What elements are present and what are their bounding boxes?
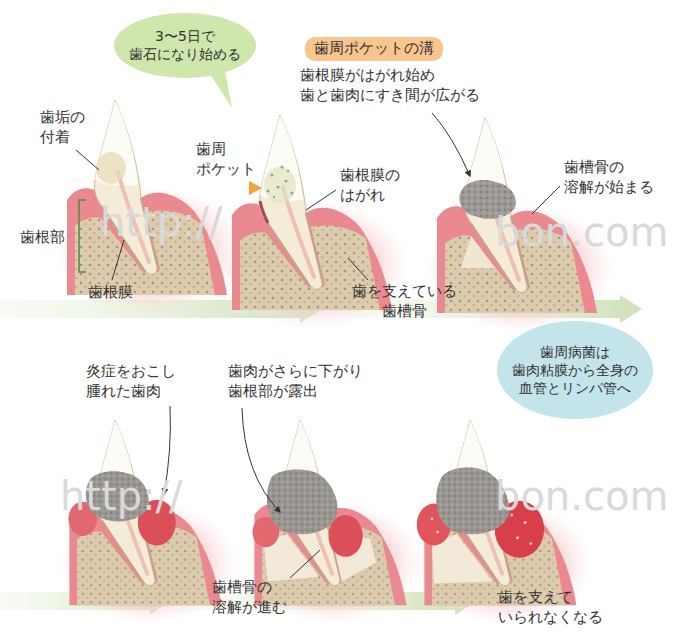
label-box: 歯根部 bbox=[20, 228, 65, 248]
tooth-stage-4 bbox=[58, 420, 239, 624]
watermark-box: bon.com bbox=[495, 206, 668, 258]
tooth-figure bbox=[58, 420, 239, 624]
watermark-box: http:// bbox=[60, 470, 183, 522]
label-text: 歯槽骨の 溶解が始まる bbox=[564, 158, 654, 197]
watermark-box: bon.com bbox=[495, 470, 668, 522]
bubble-fill bbox=[497, 321, 653, 419]
leader-line bbox=[290, 550, 320, 578]
label-box: 歯肉がさらに下がり 歯根部が露出 bbox=[228, 362, 363, 401]
leader-line bbox=[76, 150, 99, 170]
label-text: 歯根膜がはがれ始め 歯と歯肉にすき間が広がる bbox=[300, 66, 480, 105]
node-text: 3〜5日で 歯石になり始める bbox=[129, 27, 241, 63]
label-box: 歯根膜がはがれ始め 歯と歯肉にすき間が広がる bbox=[300, 66, 480, 105]
bubble-outline bbox=[113, 12, 257, 79]
node-content: 3〜5日で 歯石になり始める bbox=[129, 27, 241, 63]
watermark: bon.com bbox=[495, 470, 668, 522]
speech-bubble: 歯周病菌は 歯肉粘膜から全身の 血管とリンパ管へ bbox=[496, 320, 654, 420]
speech-bubble: 3〜5日で 歯石になり始める bbox=[113, 12, 257, 79]
pocket-marker bbox=[249, 181, 262, 195]
tooth-stage-1 bbox=[55, 100, 245, 315]
node-content: 歯周ポケットの溝 bbox=[314, 39, 434, 59]
highlight-box: 歯周ポケットの溝 bbox=[305, 37, 443, 61]
label-box: 歯を支えている 歯槽骨 bbox=[352, 282, 457, 321]
plaque-specks bbox=[267, 166, 294, 199]
pointer-arrow bbox=[242, 408, 280, 512]
watermark-box: http:// bbox=[100, 196, 223, 248]
label-box: 歯を支えて いられなくなる bbox=[498, 588, 603, 627]
bone-dissolving bbox=[461, 236, 495, 268]
tartar-texture bbox=[267, 469, 337, 534]
root-bracket bbox=[79, 200, 86, 272]
watermark: bon.com bbox=[495, 206, 668, 258]
leader-line bbox=[348, 258, 368, 280]
leader-line bbox=[306, 190, 336, 210]
node-text: 歯周病菌は 歯肉粘膜から全身の 血管とリンパ管へ bbox=[512, 343, 638, 398]
label-box: 歯垢の 付着 bbox=[40, 108, 85, 147]
label-box: 炎症をおこし 腫れた歯肉 bbox=[86, 362, 176, 401]
label-box: 歯槽骨の 溶解が進む bbox=[212, 578, 287, 617]
label-box: 歯根膜 bbox=[88, 283, 133, 303]
label-text: 歯根部 bbox=[20, 228, 65, 248]
label-box: 歯周 ポケット bbox=[196, 140, 256, 179]
pocket-gap bbox=[260, 201, 268, 223]
watermark: http:// bbox=[60, 470, 183, 522]
label-text: 歯根膜の はがれ bbox=[340, 166, 400, 205]
label-text: 炎症をおこし 腫れた歯肉 bbox=[86, 362, 176, 401]
node-text: 歯周ポケットの溝 bbox=[314, 39, 434, 59]
label-text: 歯を支えている 歯槽骨 bbox=[352, 282, 457, 321]
tooth-figure bbox=[55, 100, 245, 315]
label-text: 歯垢の 付着 bbox=[40, 108, 85, 147]
node-content: 歯周病菌は 歯肉粘膜から全身の 血管とリンパ管へ bbox=[512, 343, 638, 398]
label-text: 歯周 ポケット bbox=[196, 140, 256, 179]
tartar bbox=[267, 469, 337, 534]
watermark: http:// bbox=[100, 196, 223, 248]
pointer-arrow bbox=[432, 113, 470, 176]
plaque bbox=[96, 152, 126, 184]
label-text: 歯肉がさらに下がり 歯根部が露出 bbox=[228, 362, 363, 401]
label-text: 歯槽骨の 溶解が進む bbox=[212, 578, 287, 617]
label-box: 歯槽骨の 溶解が始まる bbox=[564, 158, 654, 197]
leader-line bbox=[112, 240, 124, 280]
bubble-fill bbox=[114, 13, 256, 78]
label-text: 歯根膜 bbox=[88, 283, 133, 303]
label-text: 歯を支えて いられなくなる bbox=[498, 588, 603, 627]
swollen-gum bbox=[329, 515, 363, 557]
plaque bbox=[264, 167, 296, 203]
label-box: 歯根膜の はがれ bbox=[340, 166, 400, 205]
